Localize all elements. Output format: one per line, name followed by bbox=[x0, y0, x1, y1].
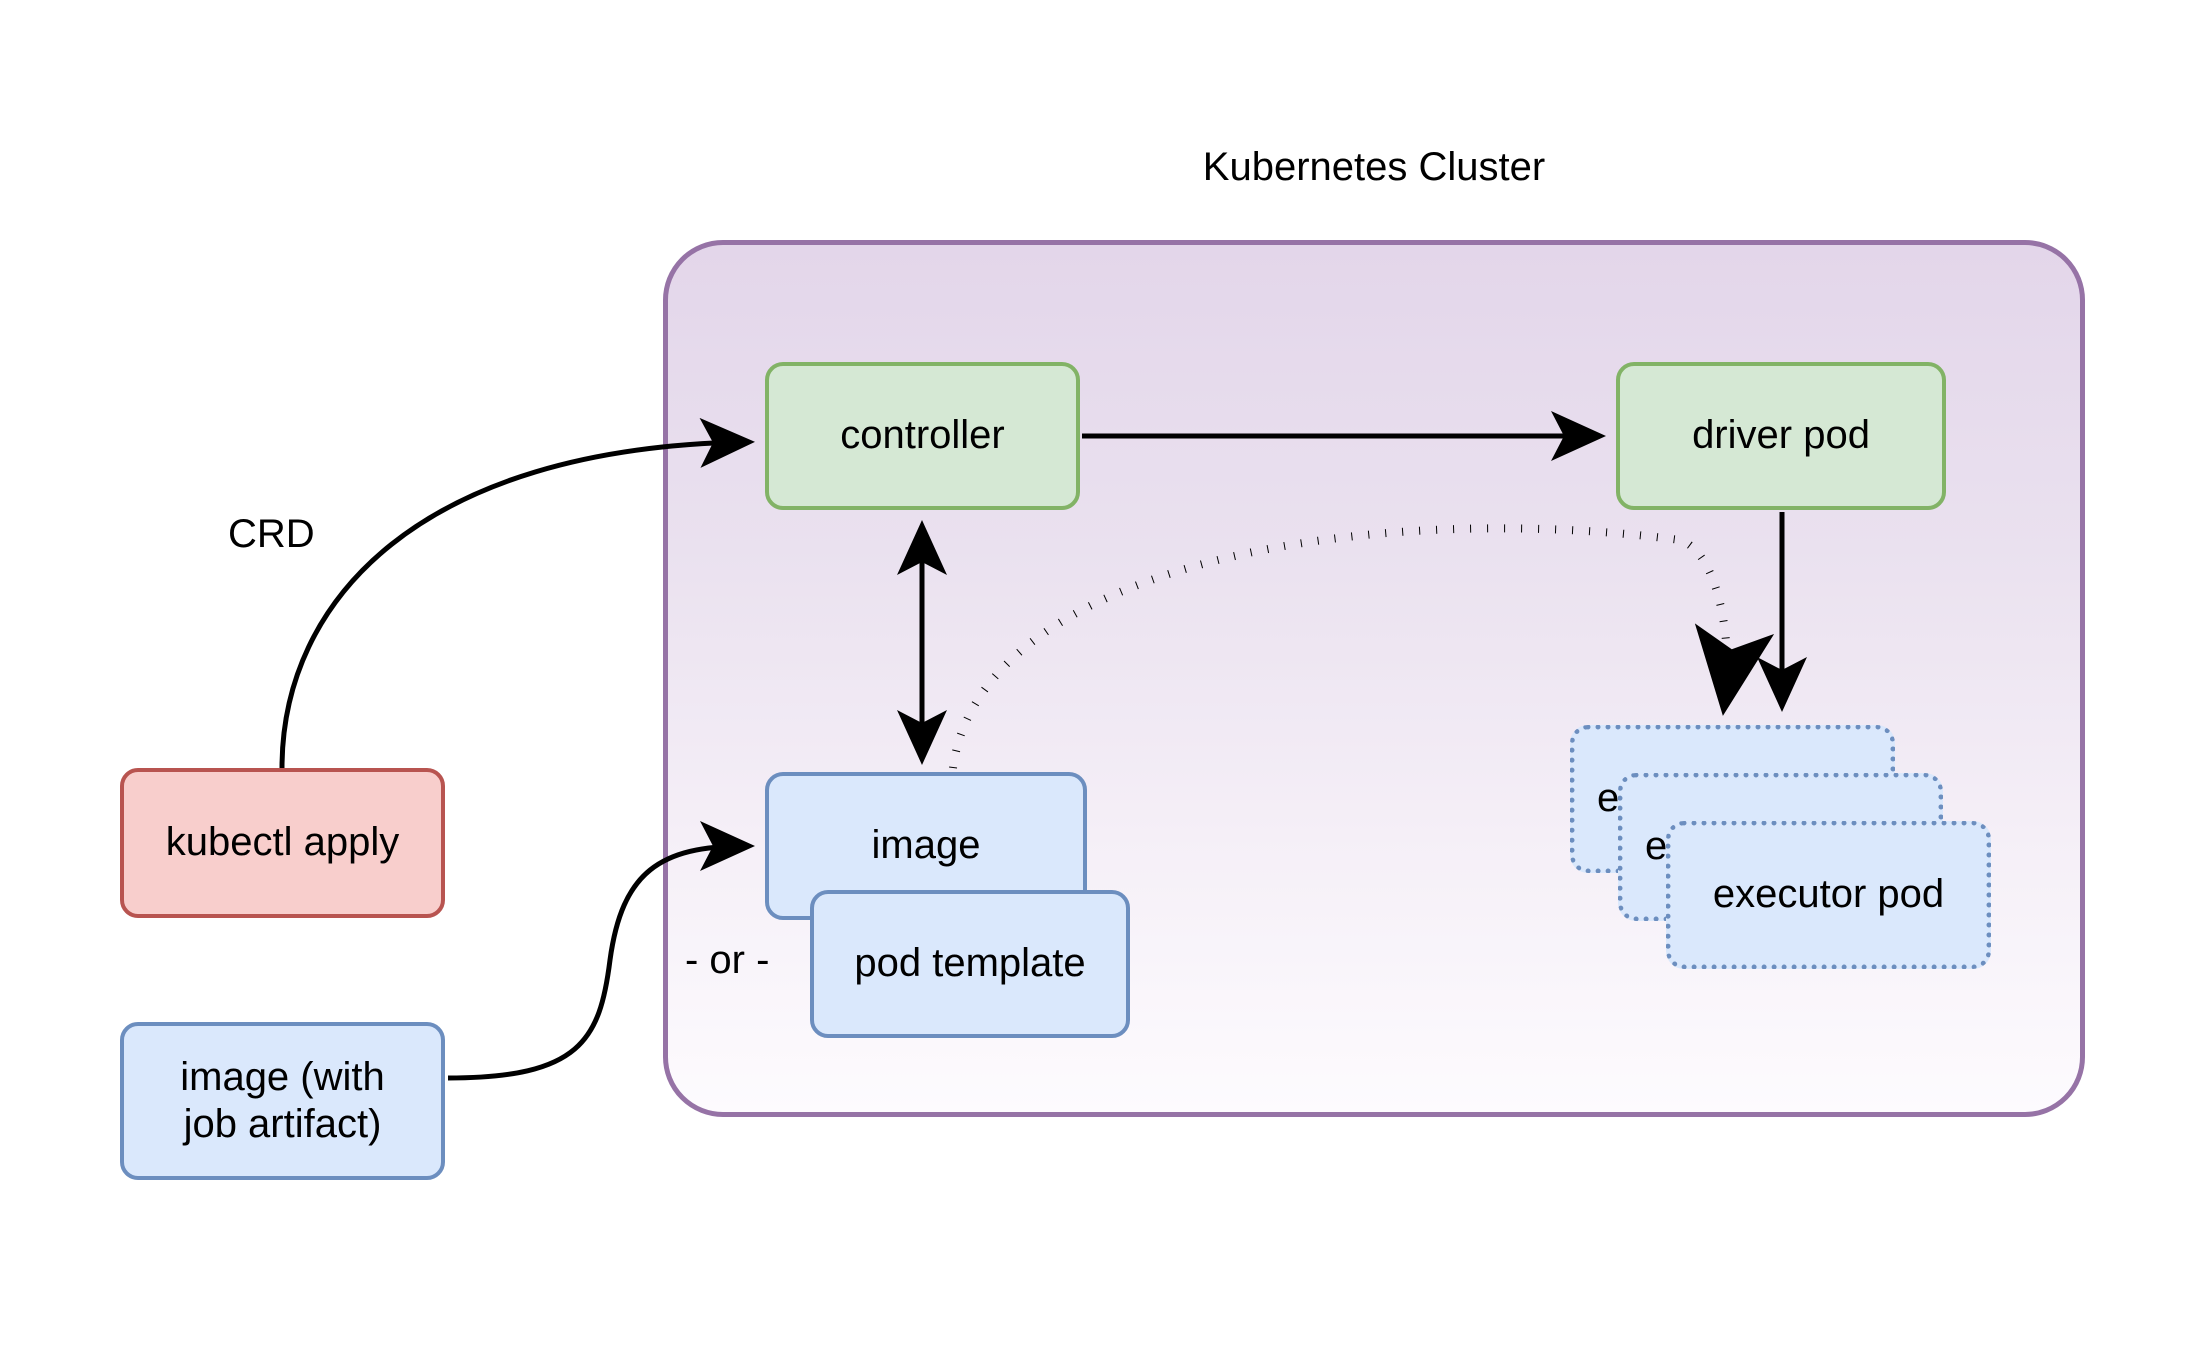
node-kubectl-apply-label: kubectl apply bbox=[165, 820, 400, 865]
node-image-with-job-artifact[interactable]: image (with job artifact) bbox=[120, 1022, 445, 1180]
crd-edge-label: CRD bbox=[228, 512, 315, 556]
cluster-title: Kubernetes Cluster bbox=[1202, 145, 1546, 189]
node-driver-pod-label: driver pod bbox=[1692, 413, 1870, 458]
node-controller-label: controller bbox=[840, 413, 1005, 458]
node-pod-template-label: pod template bbox=[854, 941, 1086, 986]
node-driver-pod[interactable]: driver pod bbox=[1616, 362, 1946, 510]
node-executor-pod-front-label: executor pod bbox=[1712, 872, 1945, 917]
node-image-label: image bbox=[871, 823, 981, 868]
node-kubectl-apply[interactable]: kubectl apply bbox=[120, 768, 445, 918]
node-executor-pod-front[interactable]: executor pod bbox=[1666, 821, 1991, 969]
node-image-with-job-artifact-label: image (with job artifact) bbox=[180, 1054, 385, 1146]
node-pod-template[interactable]: pod template bbox=[810, 890, 1130, 1038]
or-separator-label: - or - bbox=[685, 938, 770, 982]
node-controller[interactable]: controller bbox=[765, 362, 1080, 510]
